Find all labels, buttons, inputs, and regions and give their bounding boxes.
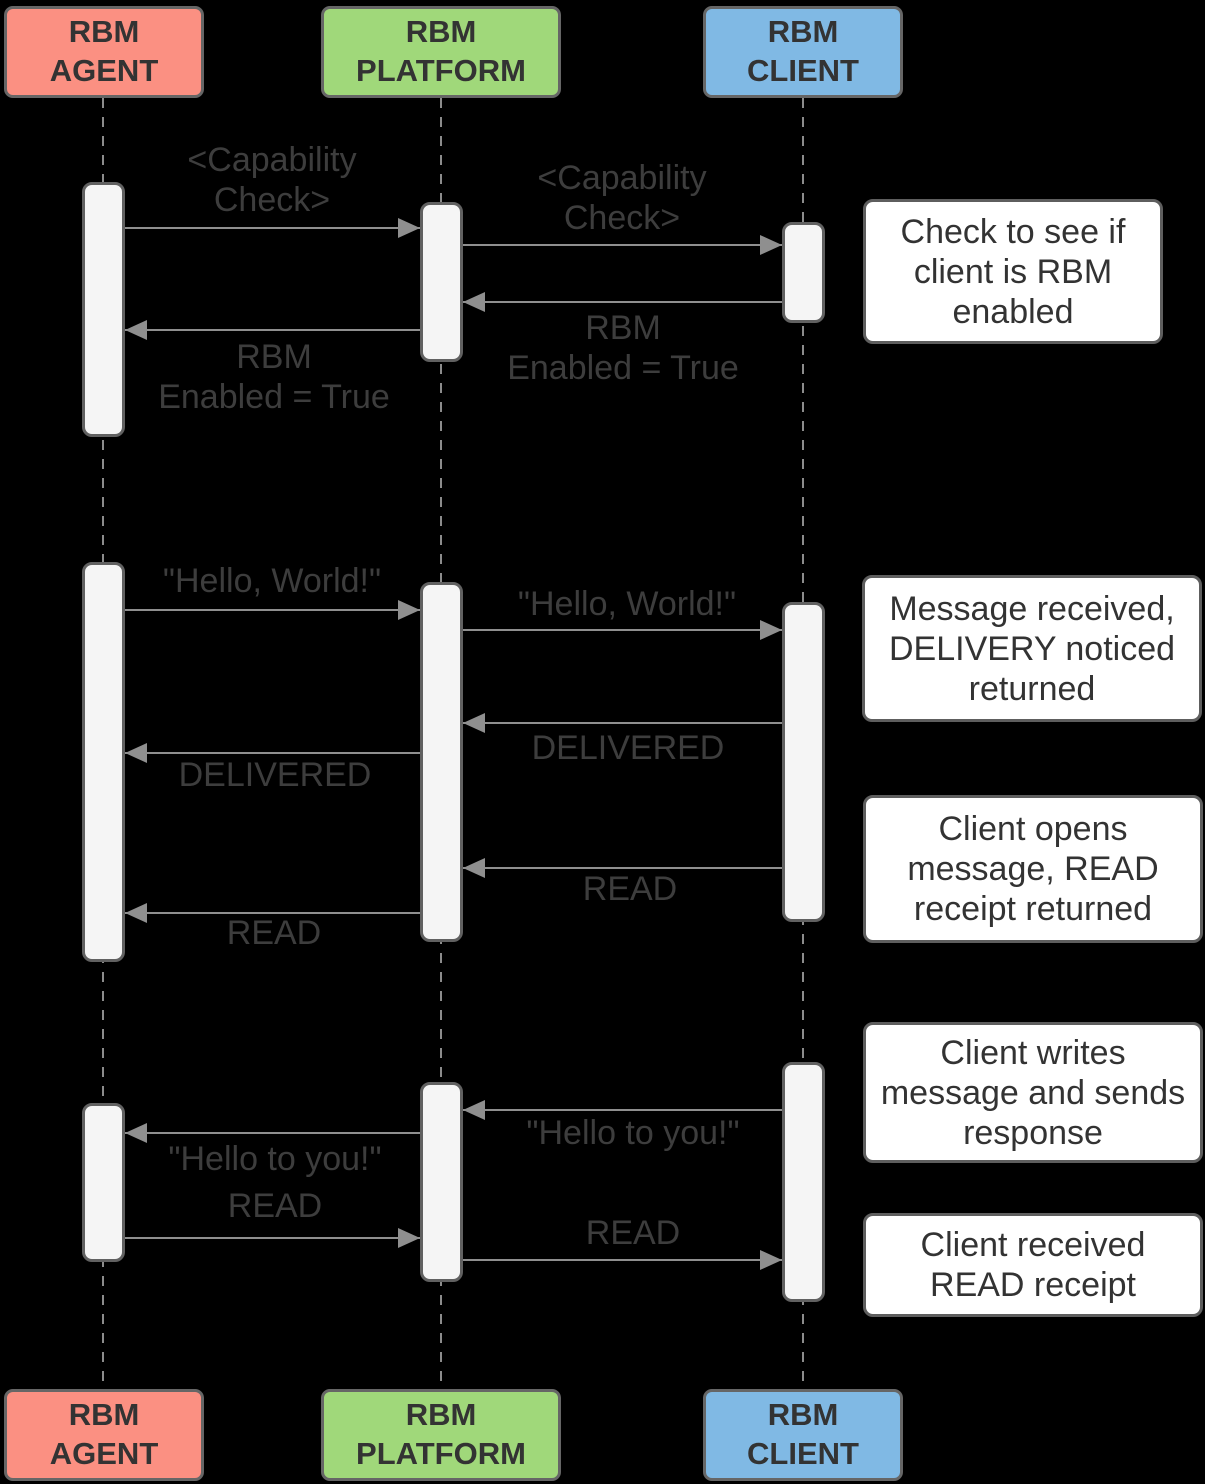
- message-arrow-hello-world-agent-platform: [125, 600, 420, 620]
- message-arrow-read-client-platform: [463, 858, 782, 878]
- message-label: READ: [226, 914, 322, 952]
- message-label: READ: [227, 1187, 323, 1225]
- message-label: READ: [582, 870, 678, 908]
- message-arrow-delivered-client-platform: [463, 713, 782, 733]
- message-label: <Capability Check>: [537, 159, 707, 237]
- activation-client-3: [782, 1062, 825, 1302]
- note-text: Check to see if client is RBM enabled: [900, 212, 1126, 331]
- message-arrow-read-platform-client: [463, 1250, 782, 1270]
- message-arrow-rbm-enabled-client-platform: [463, 292, 782, 312]
- actor-label: RBM PLATFORM: [356, 1397, 526, 1471]
- note-capability-check: Check to see if client is RBM enabled: [863, 199, 1163, 344]
- note-text: Client opens message, READ receipt retur…: [907, 810, 1159, 928]
- message-label: READ: [585, 1214, 681, 1252]
- activation-agent-3: [82, 1103, 125, 1262]
- message-label: "Hello, World!": [162, 562, 382, 600]
- message-arrow-read-agent-platform: [125, 1228, 420, 1248]
- activation-platform-3: [420, 1082, 463, 1282]
- actor-label: RBM CLIENT: [747, 1397, 859, 1471]
- activation-platform-2: [420, 582, 463, 942]
- note-message-received: Message received, DELIVERY noticed retur…: [862, 575, 1202, 722]
- message-arrow-rbm-enabled-platform-agent: [125, 320, 420, 340]
- message-arrow-hello-to-you-client-platform: [463, 1100, 782, 1120]
- note-text: Client writes message and sends response: [880, 1033, 1186, 1152]
- actor-rbm-client-top: RBM CLIENT: [703, 6, 903, 98]
- message-label: RBM Enabled = True: [507, 309, 739, 387]
- message-arrow-hello-to-you-platform-agent: [125, 1123, 420, 1143]
- note-client-received-read: Client received READ receipt: [863, 1213, 1203, 1317]
- message-label: RBM Enabled = True: [158, 338, 390, 416]
- actor-label: RBM PLATFORM: [356, 14, 526, 88]
- message-label: "Hello to you!": [168, 1140, 382, 1178]
- message-arrow-hello-world-platform-client: [463, 620, 782, 640]
- message-label: DELIVERED: [178, 756, 372, 794]
- message-label: "Hello to you!": [526, 1114, 740, 1152]
- message-arrow-read-platform-agent: [125, 903, 420, 923]
- activation-agent-2: [82, 562, 125, 962]
- message-arrow-delivered-platform-agent: [125, 743, 420, 763]
- activation-client-2: [782, 602, 825, 922]
- actor-label: RBM CLIENT: [747, 14, 859, 88]
- message-label: DELIVERED: [531, 729, 725, 767]
- activation-client-1: [782, 222, 825, 323]
- note-client-writes-message: Client writes message and sends response: [863, 1022, 1203, 1163]
- actor-rbm-platform-bottom: RBM PLATFORM: [321, 1389, 561, 1481]
- actor-rbm-agent-top: RBM AGENT: [4, 6, 204, 98]
- message-arrow-capability-check-platform-client: [463, 235, 782, 255]
- message-arrow-capability-check-agent-platform: [125, 218, 420, 238]
- note-text: Client received READ receipt: [920, 1226, 1146, 1304]
- activation-agent-1: [82, 182, 125, 437]
- actor-label: RBM AGENT: [49, 1397, 159, 1471]
- actor-rbm-agent-bottom: RBM AGENT: [4, 1389, 204, 1481]
- note-text: Message received, DELIVERY noticed retur…: [888, 589, 1176, 708]
- actor-rbm-platform-top: RBM PLATFORM: [321, 6, 561, 98]
- actor-label: RBM AGENT: [49, 14, 159, 88]
- activation-platform-1: [420, 202, 463, 362]
- note-client-opens-message: Client opens message, READ receipt retur…: [863, 795, 1203, 943]
- message-label: "Hello, World!": [517, 585, 737, 623]
- actor-rbm-client-bottom: RBM CLIENT: [703, 1389, 903, 1481]
- message-label: <Capability Check>: [187, 141, 357, 219]
